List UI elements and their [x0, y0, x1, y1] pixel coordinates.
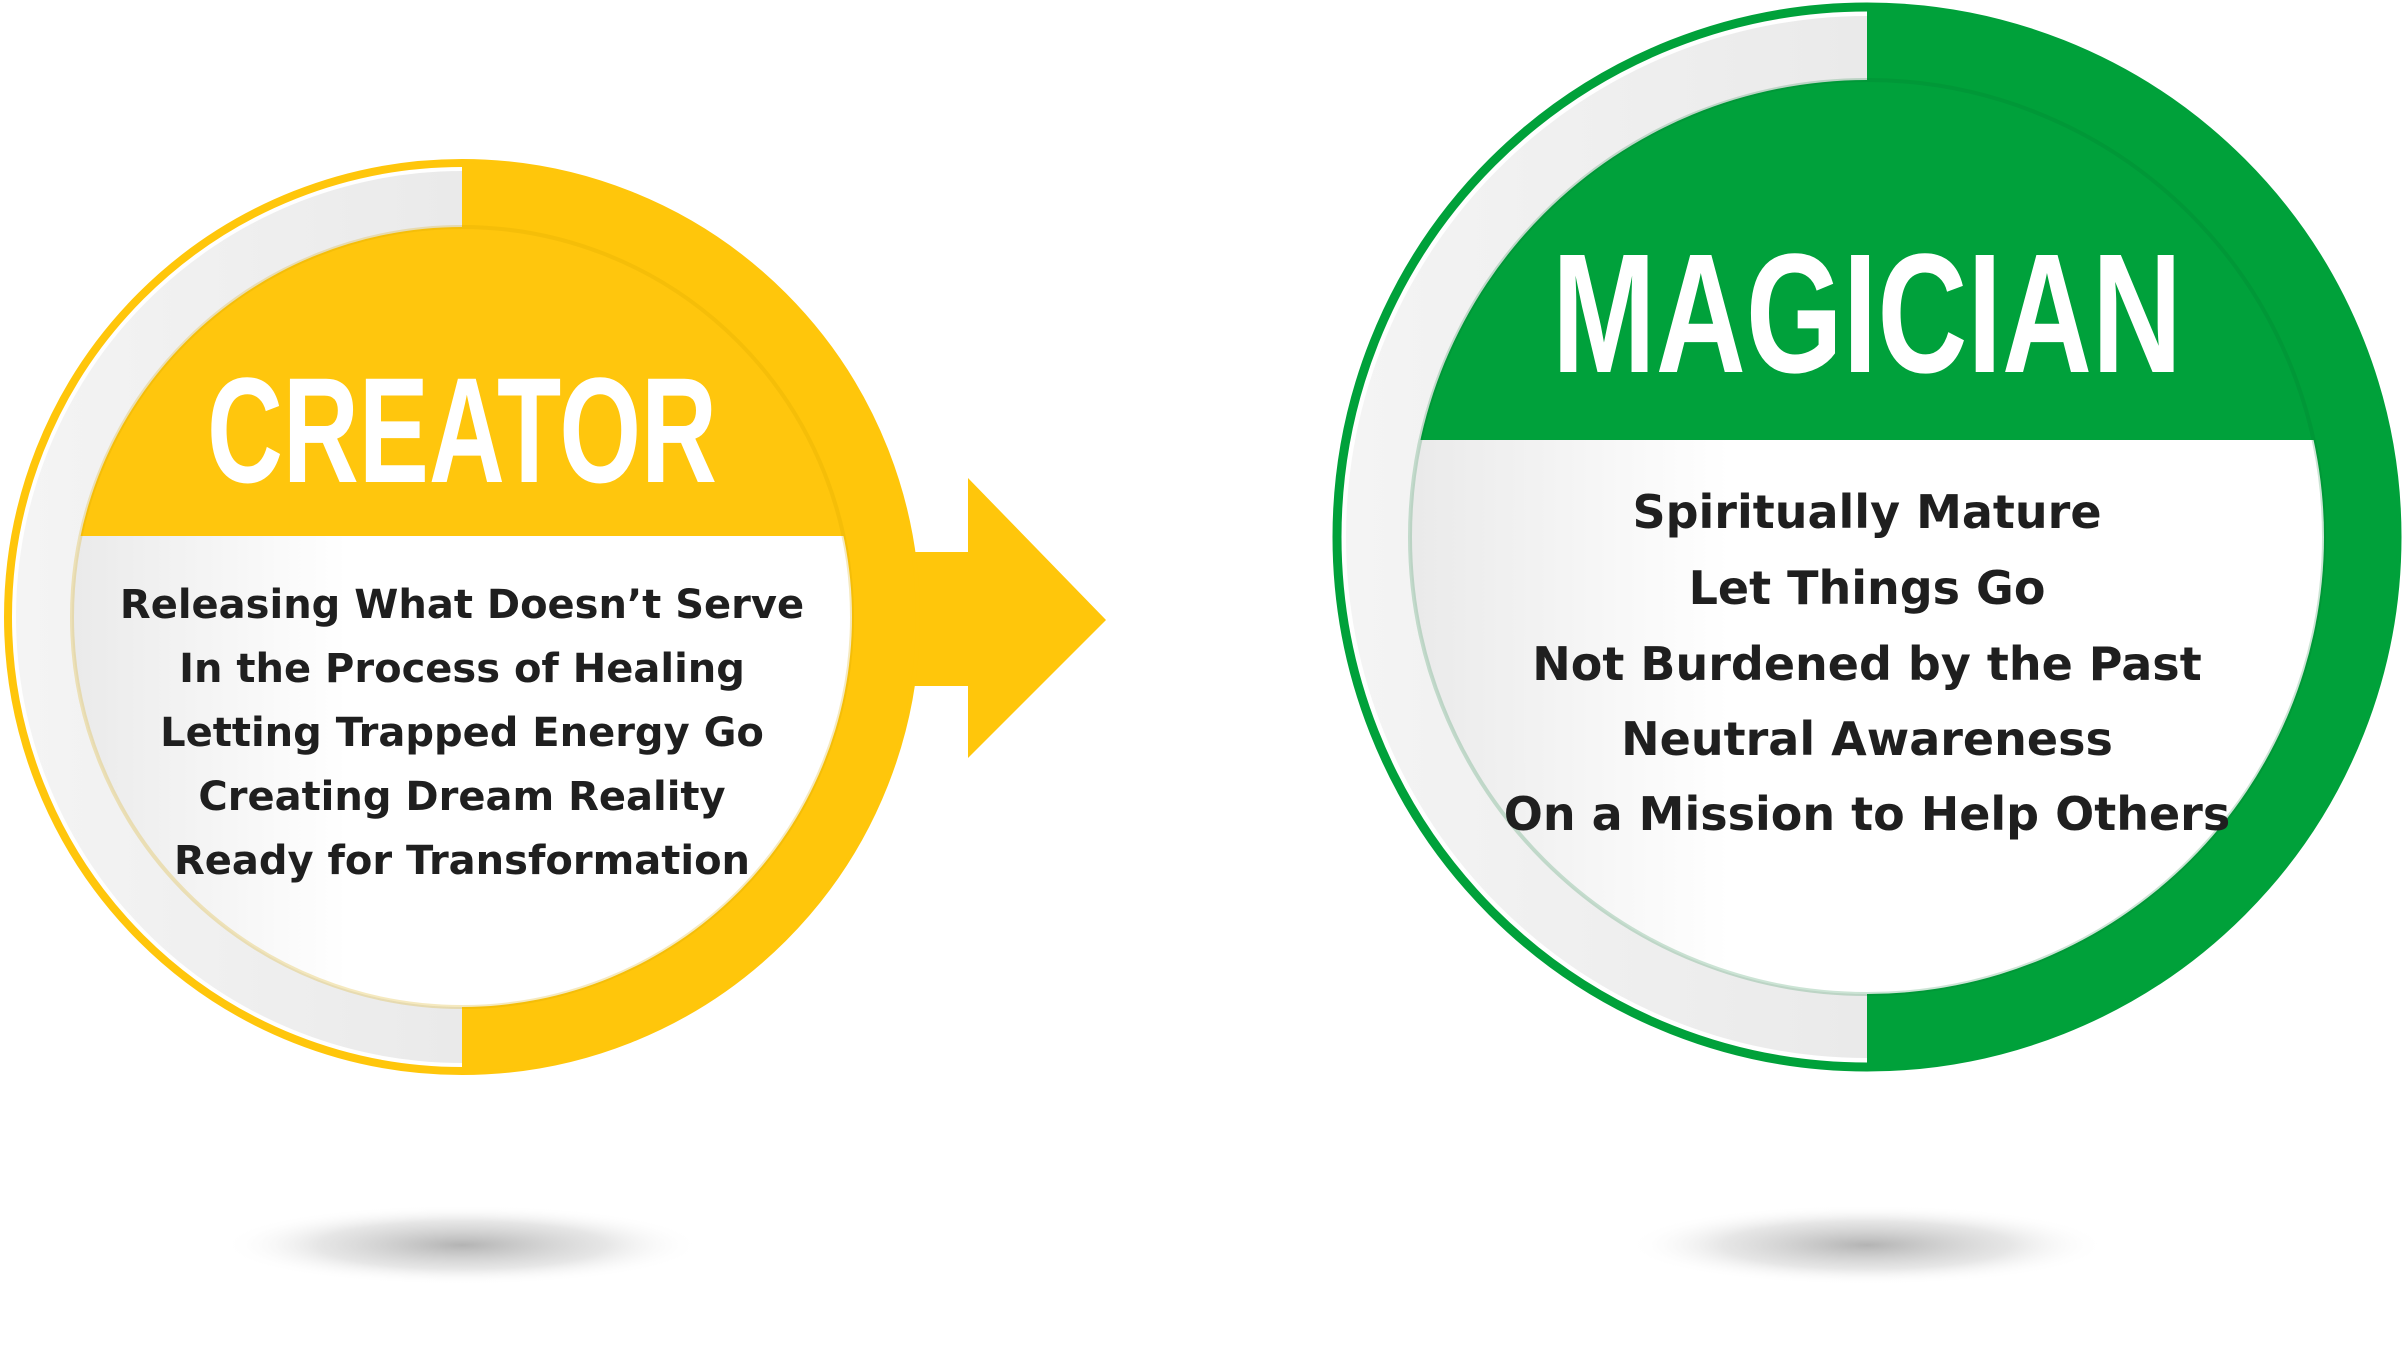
magician-title: MAGICIAN	[1552, 219, 2182, 409]
creator-item: Letting Trapped Energy Go	[160, 710, 764, 756]
magician-item: Not Burdened by the Past	[1532, 637, 2201, 691]
magician-items: Spiritually Mature Let Things Go Not Bur…	[1504, 485, 2230, 841]
creator-item: Releasing What Doesn’t Serve	[120, 582, 804, 628]
creator-floor-shadow	[222, 1205, 702, 1285]
magician-floor-shadow	[1627, 1205, 2107, 1285]
creator-title: CREATOR	[207, 346, 717, 514]
progression-arrow	[880, 478, 1106, 758]
magician-item: Neutral Awareness	[1621, 712, 2113, 766]
creator-item: Creating Dream Reality	[198, 774, 725, 820]
magician-stage: MAGICIAN Spiritually Mature Let Things G…	[1332, 2, 2402, 1285]
magician-item: Let Things Go	[1689, 561, 2046, 615]
creator-item: Ready for Transformation	[174, 838, 750, 884]
creator-items: Releasing What Doesn’t Serve In the Proc…	[120, 582, 804, 884]
magician-item: On a Mission to Help Others	[1504, 787, 2230, 841]
creator-stage: CREATOR Releasing What Doesn’t Serve In …	[4, 159, 1106, 1285]
creator-item: In the Process of Healing	[179, 646, 745, 692]
magician-item: Spiritually Mature	[1632, 485, 2101, 539]
